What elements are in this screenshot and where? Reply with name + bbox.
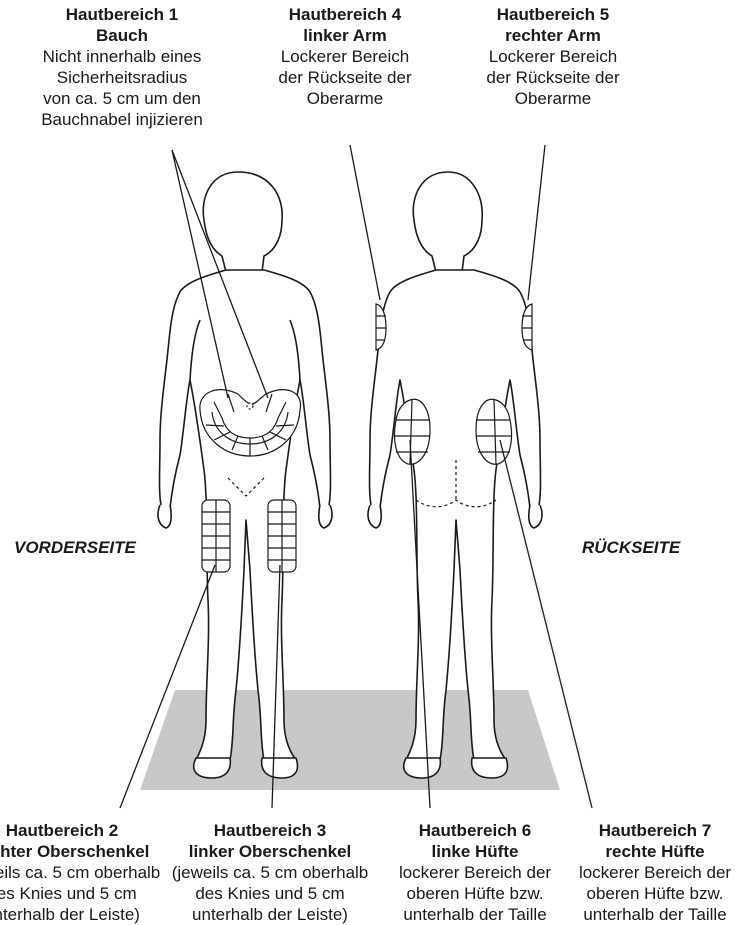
front-side-label: VORDERSEITE — [14, 538, 136, 558]
label-area5-title: Hautbereich 5 — [458, 4, 648, 25]
label-area2-line1: (jeweils ca. 5 cm oberhalb — [0, 862, 170, 883]
label-area5-sub: rechter Arm — [458, 25, 648, 46]
label-area4-sub: linker Arm — [250, 25, 440, 46]
area2-right-thigh-grid — [202, 500, 230, 572]
label-area6-sub: linke Hüfte — [385, 841, 565, 862]
area3-left-thigh-grid — [268, 500, 296, 572]
label-area5-line1: Lockerer Bereich — [458, 46, 648, 67]
back-side-label: RÜCKSEITE — [582, 538, 680, 558]
label-area4-line3: Oberarme — [250, 88, 440, 109]
area7-right-hip-grid — [476, 399, 512, 464]
label-area4-title: Hautbereich 4 — [250, 4, 440, 25]
area6-left-hip-grid — [394, 399, 430, 464]
label-area1-line4: Bauchnabel injizieren — [7, 109, 237, 130]
label-area4: Hautbereich 4 linker Arm Lockerer Bereic… — [250, 4, 440, 109]
front-body — [158, 172, 332, 778]
label-area2-title: Hautbereich 2 — [0, 820, 170, 841]
label-area7-line3: unterhalb der Taille — [566, 904, 744, 925]
label-area6-line3: unterhalb der Taille — [385, 904, 565, 925]
label-area3-line3: unterhalb der Leiste) — [160, 904, 380, 925]
label-area7: Hautbereich 7 rechte Hüfte lockerer Bere… — [566, 820, 744, 925]
label-area4-line2: der Rückseite der — [250, 67, 440, 88]
label-area3-line1: (jeweils ca. 5 cm oberhalb — [160, 862, 380, 883]
label-area1-sub: Bauch — [7, 25, 237, 46]
label-area1-line3: von ca. 5 cm um den — [7, 88, 237, 109]
label-area7-sub: rechte Hüfte — [566, 841, 744, 862]
label-area3: Hautbereich 3 linker Oberschenkel (jewei… — [160, 820, 380, 925]
label-area6-line2: oberen Hüfte bzw. — [385, 883, 565, 904]
label-area3-line2: des Knies und 5 cm — [160, 883, 380, 904]
label-area3-sub: linker Oberschenkel — [160, 841, 380, 862]
label-area2-line2: des Knies und 5 cm — [0, 883, 170, 904]
label-area5: Hautbereich 5 rechter Arm Lockerer Berei… — [458, 4, 648, 109]
label-area1-line2: Sicherheitsradius — [7, 67, 237, 88]
label-area3-title: Hautbereich 3 — [160, 820, 380, 841]
label-area6: Hautbereich 6 linke Hüfte lockerer Berei… — [385, 820, 565, 925]
label-area2-sub: rechter Oberschenkel — [0, 841, 170, 862]
label-area2-line3: unterhalb der Leiste) — [0, 904, 170, 925]
label-area7-line1: lockerer Bereich der — [566, 862, 744, 883]
label-area1-line1: Nicht innerhalb eines — [7, 46, 237, 67]
back-body — [368, 172, 542, 778]
label-area7-line2: oberen Hüfte bzw. — [566, 883, 744, 904]
label-area2: Hautbereich 2 rechter Oberschenkel (jewe… — [0, 820, 170, 925]
label-area5-line2: der Rückseite der — [458, 67, 648, 88]
label-area5-line3: Oberarme — [458, 88, 648, 109]
label-area1: Hautbereich 1 Bauch Nicht innerhalb eine… — [7, 4, 237, 130]
label-area4-line1: Lockerer Bereich — [250, 46, 440, 67]
label-area6-title: Hautbereich 6 — [385, 820, 565, 841]
label-area1-title: Hautbereich 1 — [7, 4, 237, 25]
label-area7-title: Hautbereich 7 — [566, 820, 744, 841]
label-area6-line1: lockerer Bereich der — [385, 862, 565, 883]
